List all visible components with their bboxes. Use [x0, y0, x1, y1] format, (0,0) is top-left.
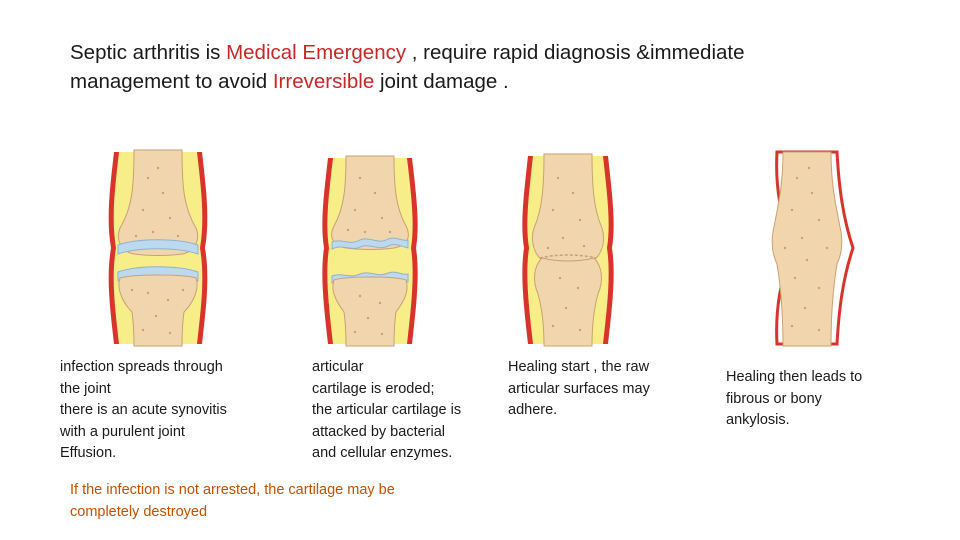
fused-bone [771, 151, 843, 347]
footnote-warning: If the infection is not arrested, the ca… [70, 482, 395, 520]
upper-bone [331, 155, 409, 250]
bone-marrow-texture [130, 166, 185, 335]
emphasis-medical-emergency: Medical Emergency [226, 41, 407, 64]
bone-marrow-texture [346, 176, 392, 336]
heading-line-1: Septic arthritis is Medical Emergency , … [70, 41, 745, 64]
upper-cartilage [117, 239, 199, 255]
eroded-upper-cartilage [331, 237, 409, 250]
lower-bone-adhering [534, 257, 602, 347]
bone-marrow-texture [546, 176, 586, 332]
upper-bone [117, 149, 199, 256]
joint-illustration-stage-1 [108, 148, 208, 348]
caption-stage-1: infection spreads through the joint ther… [60, 359, 227, 461]
adhesion-line [539, 254, 597, 259]
lower-bone [332, 276, 408, 347]
heading-line-2: management to avoid Irreversible joint d… [70, 70, 509, 93]
caption-stage-4: Healing then leads to fibrous or bony an… [726, 369, 863, 428]
lower-bone [118, 274, 198, 347]
joint-illustration-stage-4 [757, 148, 857, 348]
emphasis-irreversible: Irreversible [272, 70, 375, 93]
slide-heading: Septic arthritis is Medical Emergency , … [70, 38, 850, 96]
joint-illustration-stage-2 [320, 148, 420, 348]
caption-stage-3: Healing start , the raw articular surfac… [508, 359, 650, 418]
bone-marrow-texture [783, 166, 829, 332]
caption-stage-2: articular cartilage is eroded; the artic… [312, 359, 462, 461]
joint-illustration-stage-3 [518, 148, 618, 348]
